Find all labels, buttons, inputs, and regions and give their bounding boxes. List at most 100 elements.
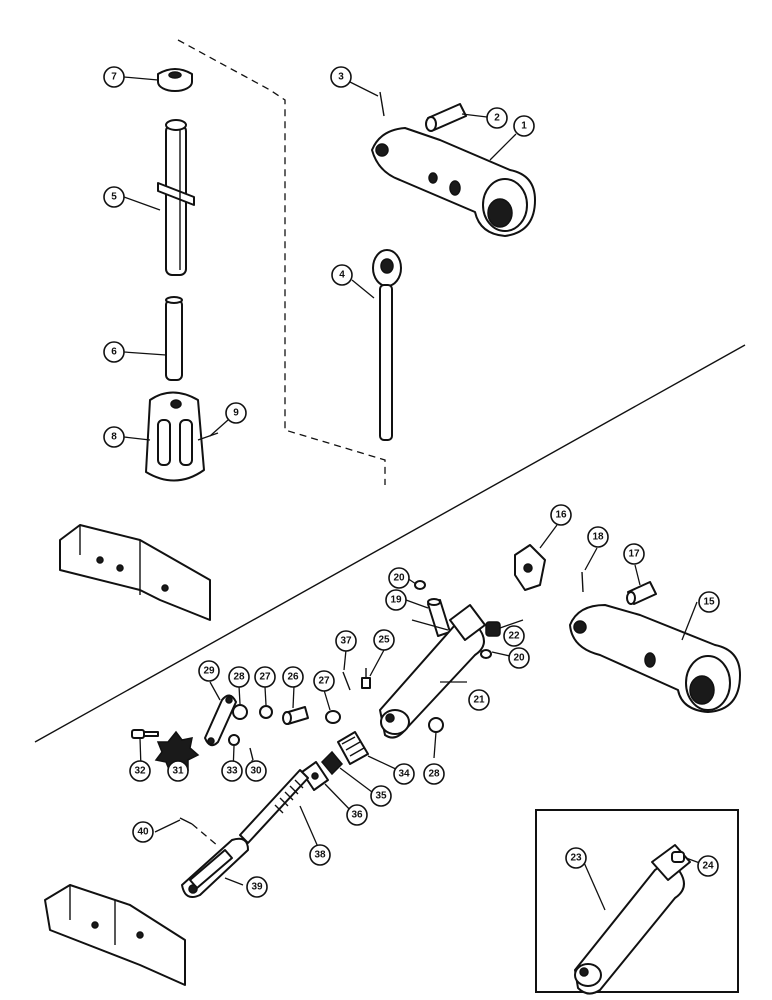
- part-4-lift-link: [372, 249, 402, 441]
- part-15-lift-arm: [569, 604, 741, 713]
- callout-38: 38: [309, 844, 331, 866]
- callout-9-label: 9: [233, 408, 239, 419]
- callout-27-right-label: 27: [318, 676, 330, 687]
- part-28-washer-left: [232, 704, 248, 720]
- part-18-roll-pin: [581, 571, 584, 593]
- callout-8: 8: [103, 426, 125, 448]
- callout-32: 32: [129, 760, 151, 782]
- callout-37-label: 37: [340, 636, 352, 647]
- callout-40-label: 40: [137, 827, 149, 838]
- callout-22: 22: [503, 625, 525, 647]
- callout-36-label: 36: [351, 810, 363, 821]
- part-17-pin: [626, 581, 657, 605]
- callout-29-label: 29: [203, 666, 215, 677]
- callout-25: 25: [373, 629, 395, 651]
- frame-sketch-lower: [44, 884, 186, 986]
- callout-39-label: 39: [251, 882, 263, 893]
- part-38-threaded-rod: [239, 769, 309, 844]
- callout-26-label: 26: [287, 672, 299, 683]
- part-30-pin: [249, 747, 254, 761]
- callout-22-label: 22: [508, 631, 520, 642]
- callout-35-label: 35: [375, 791, 387, 802]
- callout-19: 19: [385, 589, 407, 611]
- callout-17-label: 17: [628, 549, 640, 560]
- part-6-rod: [165, 296, 183, 381]
- callout-8-label: 8: [111, 432, 117, 443]
- callout-5-label: 5: [111, 192, 117, 203]
- callout-28-left-label: 28: [233, 672, 245, 683]
- callout-20-lower: 20: [508, 647, 530, 669]
- part-34-sleeve: [337, 731, 369, 765]
- callout-29: 29: [198, 660, 220, 682]
- assembly-path-dashed: [177, 39, 386, 485]
- part-2-pin: [425, 103, 467, 132]
- callout-18: 18: [587, 526, 609, 548]
- part-20-washer-lower: [480, 649, 492, 659]
- callout-3: 3: [330, 66, 352, 88]
- part-33-washer: [228, 734, 240, 746]
- callout-21: 21: [468, 689, 490, 711]
- callout-5: 5: [103, 186, 125, 208]
- part-40-pin: [179, 817, 193, 825]
- callout-1: 1: [513, 115, 535, 137]
- part-19-pin: [427, 598, 451, 637]
- callout-30: 30: [245, 760, 267, 782]
- callout-30-label: 30: [250, 766, 262, 777]
- callout-34-label: 34: [398, 769, 410, 780]
- callout-2: 2: [486, 107, 508, 129]
- part-40-dashed-path: [191, 823, 219, 847]
- part-37-screw: [342, 671, 351, 691]
- callout-20-upper: 20: [388, 567, 410, 589]
- callout-2-label: 2: [494, 113, 500, 124]
- callout-4: 4: [331, 264, 353, 286]
- part-27-washer-right: [325, 710, 341, 724]
- callout-27-right: 27: [313, 670, 335, 692]
- callout-15: 15: [698, 591, 720, 613]
- part-24-bushing: [671, 851, 685, 863]
- callout-36: 36: [346, 804, 368, 826]
- part-23-bellcrank: [574, 844, 691, 995]
- callout-23: 23: [565, 847, 587, 869]
- callout-3-label: 3: [338, 72, 344, 83]
- callout-28-right: 28: [423, 763, 445, 785]
- callout-26: 26: [282, 666, 304, 688]
- part-27-washer-left: [259, 705, 273, 719]
- callout-28-right-label: 28: [428, 769, 440, 780]
- part-22-spring: [485, 621, 501, 637]
- callout-1-label: 1: [521, 121, 527, 132]
- part-5-leveling-shaft: [157, 119, 195, 276]
- callout-32-label: 32: [134, 766, 146, 777]
- callout-20-lower-label: 20: [513, 653, 525, 664]
- callout-4-label: 4: [339, 270, 345, 281]
- callout-27-left-label: 27: [259, 672, 271, 683]
- part-8-clevis: [145, 391, 205, 482]
- part-9-pin: [197, 432, 219, 441]
- callout-24: 24: [697, 855, 719, 877]
- callout-23-label: 23: [570, 853, 582, 864]
- part-35-nut: [320, 750, 344, 776]
- callout-16-label: 16: [555, 510, 567, 521]
- callout-31: 31: [167, 760, 189, 782]
- callout-7-label: 7: [111, 72, 117, 83]
- callout-6-label: 6: [111, 347, 117, 358]
- callout-27-left: 27: [254, 666, 276, 688]
- part-1-lift-arm: [371, 127, 536, 237]
- callout-34: 34: [393, 763, 415, 785]
- callout-20-upper-label: 20: [393, 573, 405, 584]
- part-20-washer-upper: [414, 580, 426, 590]
- part-21-bellcrank: [379, 604, 486, 739]
- callout-35: 35: [370, 785, 392, 807]
- callout-37: 37: [335, 630, 357, 652]
- callout-7: 7: [103, 66, 125, 88]
- part-3-roll-pin: [379, 91, 385, 117]
- callout-38-label: 38: [314, 850, 326, 861]
- callout-15-label: 15: [703, 597, 715, 608]
- callout-6: 6: [103, 341, 125, 363]
- callout-33-label: 33: [226, 766, 238, 777]
- part-39-clevis: [181, 837, 249, 898]
- callout-39: 39: [246, 876, 268, 898]
- callout-17: 17: [623, 543, 645, 565]
- section-divider-line: [34, 344, 746, 743]
- part-36-nut: [301, 761, 329, 791]
- callout-9: 9: [225, 402, 247, 424]
